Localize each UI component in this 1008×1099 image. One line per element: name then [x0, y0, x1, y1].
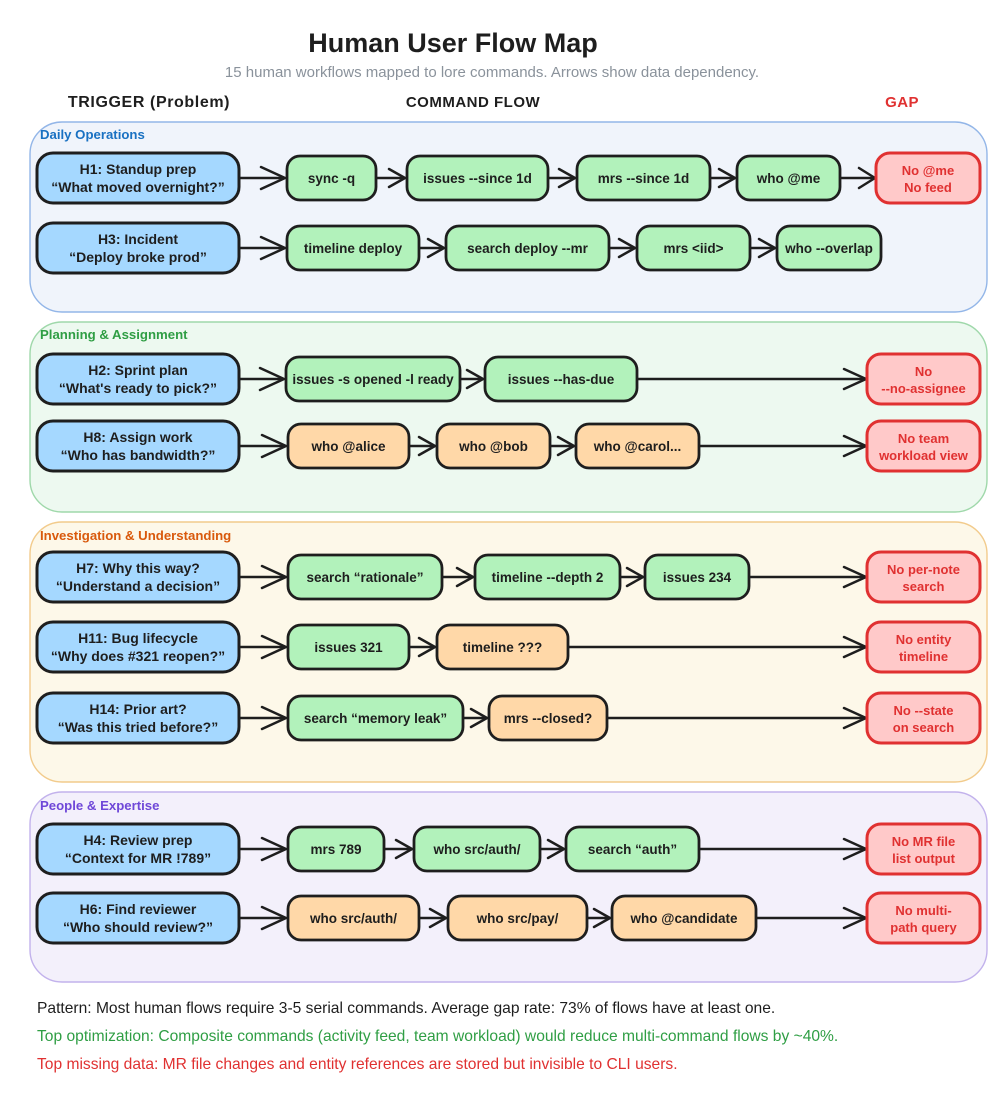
svg-text:“Who has bandwidth?”: “Who has bandwidth?” [61, 447, 216, 463]
svg-text:15 human workflows mapped to l: 15 human workflows mapped to lore comman… [225, 64, 759, 81]
svg-text:who --overlap: who --overlap [784, 241, 873, 256]
svg-text:who @me: who @me [756, 171, 821, 186]
svg-text:Top optimization: Composite co: Top optimization: Composite commands (ac… [37, 1028, 838, 1045]
svg-text:No: No [915, 364, 932, 379]
svg-text:issues 234: issues 234 [663, 570, 732, 585]
svg-text:search “auth”: search “auth” [588, 842, 677, 857]
svg-text:TRIGGER (Problem): TRIGGER (Problem) [68, 94, 230, 111]
svg-text:--no-assignee: --no-assignee [881, 381, 966, 396]
svg-text:No MR file: No MR file [892, 834, 956, 849]
svg-text:sync -q: sync -q [308, 171, 355, 186]
svg-text:search deploy --mr: search deploy --mr [467, 241, 589, 256]
svg-text:“Deploy broke prod”: “Deploy broke prod” [69, 249, 207, 265]
svg-text:timeline: timeline [899, 649, 948, 664]
svg-text:No --state: No --state [894, 703, 954, 718]
svg-text:Top missing data: MR file chan: Top missing data: MR file changes and en… [37, 1056, 678, 1073]
svg-text:on search: on search [893, 720, 954, 735]
svg-text:No team: No team [898, 431, 949, 446]
svg-text:No entity: No entity [896, 632, 952, 647]
svg-text:“What moved overnight?”: “What moved overnight?” [51, 179, 224, 195]
svg-text:issues -s opened -l ready: issues -s opened -l ready [292, 372, 454, 387]
svg-text:“Was this tried before?”: “Was this tried before?” [58, 719, 219, 735]
svg-text:No @me: No @me [902, 163, 954, 178]
svg-text:Daily Operations: Daily Operations [40, 127, 145, 142]
svg-text:H7: Why this way?: H7: Why this way? [76, 560, 200, 576]
svg-text:Pattern: Most human flows requ: Pattern: Most human flows require 3-5 se… [37, 1000, 775, 1017]
svg-text:who src/auth/: who src/auth/ [309, 911, 397, 926]
svg-text:mrs --since 1d: mrs --since 1d [598, 171, 690, 186]
svg-text:No per-note: No per-note [887, 562, 960, 577]
svg-text:timeline deploy: timeline deploy [304, 241, 403, 256]
svg-text:mrs 789: mrs 789 [310, 842, 361, 857]
svg-text:H6: Find reviewer: H6: Find reviewer [80, 901, 197, 917]
svg-text:who @candidate: who @candidate [630, 911, 738, 926]
svg-text:H3: Incident: H3: Incident [98, 231, 178, 247]
svg-text:People & Expertise: People & Expertise [40, 798, 159, 813]
svg-text:timeline --depth 2: timeline --depth 2 [492, 570, 604, 585]
svg-text:No multi-: No multi- [895, 903, 951, 918]
svg-text:No feed: No feed [904, 180, 952, 195]
svg-text:“Context for MR !789”: “Context for MR !789” [65, 850, 211, 866]
svg-text:search “rationale”: search “rationale” [306, 570, 423, 585]
svg-text:workload view: workload view [878, 448, 969, 463]
svg-text:who src/auth/: who src/auth/ [432, 842, 520, 857]
svg-text:who @alice: who @alice [311, 439, 386, 454]
svg-text:mrs <iid>: mrs <iid> [663, 241, 723, 256]
svg-text:timeline ???: timeline ??? [463, 640, 543, 655]
svg-text:H8: Assign work: H8: Assign work [83, 429, 192, 445]
svg-text:H1: Standup prep: H1: Standup prep [80, 161, 197, 177]
svg-text:issues --has-due: issues --has-due [508, 372, 615, 387]
svg-text:Human User Flow Map: Human User Flow Map [308, 28, 598, 58]
svg-text:issues 321: issues 321 [314, 640, 383, 655]
svg-text:Planning & Assignment: Planning & Assignment [40, 327, 188, 342]
svg-text:H11: Bug lifecycle: H11: Bug lifecycle [78, 630, 198, 646]
svg-text:mrs --closed?: mrs --closed? [504, 711, 593, 726]
svg-text:H14: Prior art?: H14: Prior art? [89, 701, 186, 717]
svg-text:H4: Review prep: H4: Review prep [84, 832, 193, 848]
svg-text:COMMAND FLOW: COMMAND FLOW [406, 94, 541, 111]
svg-text:“What's ready to pick?”: “What's ready to pick?” [59, 380, 217, 396]
svg-text:issues --since 1d: issues --since 1d [423, 171, 532, 186]
svg-text:H2: Sprint plan: H2: Sprint plan [88, 362, 188, 378]
svg-text:Investigation & Understanding: Investigation & Understanding [40, 528, 231, 543]
svg-text:path query: path query [890, 920, 957, 935]
svg-text:search “memory leak”: search “memory leak” [304, 711, 447, 726]
svg-text:who @bob: who @bob [458, 439, 528, 454]
svg-text:“Understand a decision”: “Understand a decision” [56, 578, 220, 594]
svg-text:GAP: GAP [885, 94, 919, 111]
svg-text:list output: list output [892, 851, 955, 866]
svg-text:who @carol...: who @carol... [593, 439, 681, 454]
svg-text:who src/pay/: who src/pay/ [476, 911, 559, 926]
svg-text:search: search [903, 579, 945, 594]
svg-text:“Who should review?”: “Who should review?” [63, 919, 213, 935]
svg-text:“Why does #321 reopen?”: “Why does #321 reopen?” [51, 648, 225, 664]
